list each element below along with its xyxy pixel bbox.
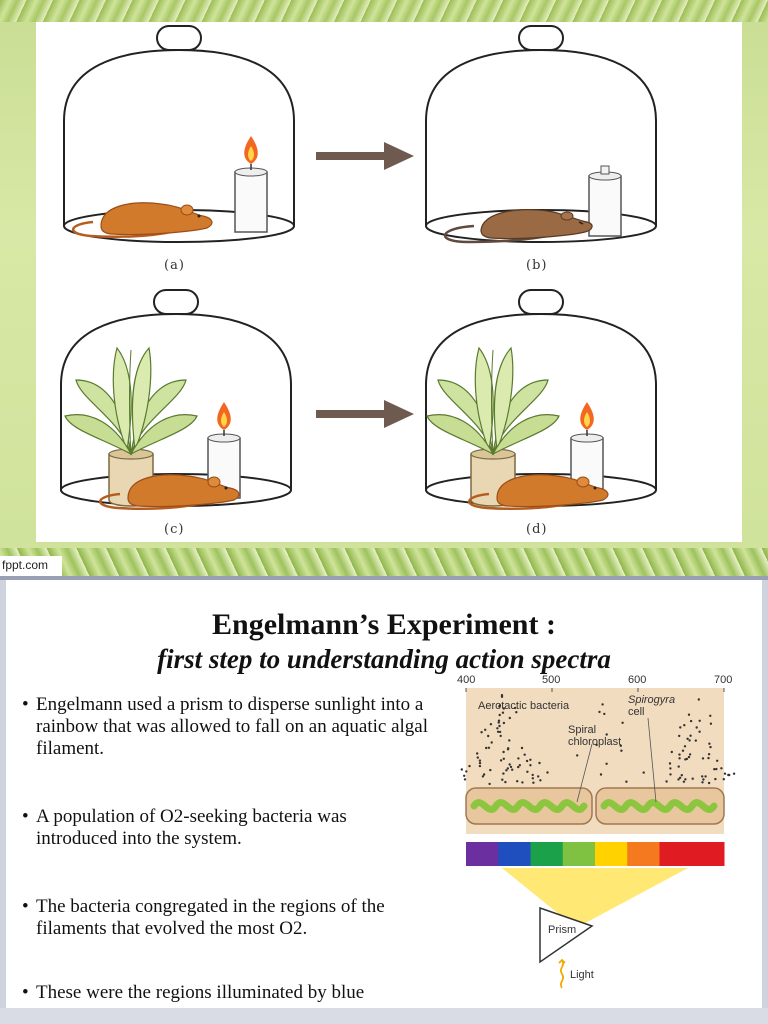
panel-label-c: (c) xyxy=(164,522,185,537)
spectrum-segment xyxy=(498,842,531,866)
arrow-a-to-b xyxy=(316,142,414,170)
spectrum-bar xyxy=(466,842,725,866)
bell-jar-b xyxy=(425,25,657,244)
label-cell: cell xyxy=(628,706,645,718)
label-aerotactic-bacteria: Aerotactic bacteria xyxy=(478,700,570,712)
bullet-marker: • xyxy=(22,694,29,715)
panel-label-a: (a) xyxy=(164,258,185,273)
bullet-text: The bacteria congregated in the regions … xyxy=(36,896,385,939)
bullet-text: Engelmann used a prism to disperse sunli… xyxy=(36,694,429,759)
bell-jar-a xyxy=(63,25,295,243)
panel-label-b: (b) xyxy=(526,258,548,273)
spectrum-segment xyxy=(691,842,725,866)
bullet-marker: • xyxy=(22,982,29,1003)
wavelength-tick-400: 400 xyxy=(457,674,476,686)
slide-engelmann-experiment: Engelmann’s Experiment : first step to u… xyxy=(0,580,768,1024)
bullet-item-4: • These were the regions illuminated by … xyxy=(22,982,432,1004)
engelmann-diagram: 400 500 600 700 xyxy=(442,672,742,1002)
spectrum-segment xyxy=(466,842,499,866)
bell-jar-figure: (a) (b) (c) (d) xyxy=(36,22,742,542)
panel-label-d: (d) xyxy=(526,522,548,537)
bullet-item-3: • The bacteria congregated in the region… xyxy=(22,896,432,940)
bullet-text: A population of O2-seeking bacteria was … xyxy=(36,806,347,849)
engelmann-svg xyxy=(460,688,736,989)
bullet-item-1: • Engelmann used a prism to disperse sun… xyxy=(22,694,432,760)
label-chloroplast: chloroplast xyxy=(568,736,622,748)
algal-filament xyxy=(465,787,725,825)
spectrum-segment xyxy=(659,842,693,866)
watermark-tab xyxy=(0,556,62,576)
frame-bottom xyxy=(0,1008,768,1024)
leaf-border-bottom xyxy=(0,548,768,576)
wavelength-tick-600: 600 xyxy=(628,674,647,686)
light-ray-icon xyxy=(558,958,566,989)
bullet-item-2: • A population of O2-seeking bacteria wa… xyxy=(22,806,432,850)
frame-right xyxy=(762,580,768,1024)
slide-bell-jar-experiment: fppt.com xyxy=(0,0,768,576)
label-prism: Prism xyxy=(548,924,577,936)
bell-jar-c xyxy=(60,289,292,511)
frame-left xyxy=(0,580,6,1024)
candle-out-b xyxy=(588,165,622,237)
bacteria-dots xyxy=(460,694,736,786)
arrow-c-to-d xyxy=(316,400,414,428)
bullet-marker: • xyxy=(22,806,29,827)
label-spiral: Spiral xyxy=(568,724,597,736)
wavelength-tick-500: 500 xyxy=(542,674,561,686)
bullet-text: These were the regions illuminated by bl… xyxy=(36,982,365,1003)
label-light: Light xyxy=(570,969,594,981)
spectrum-segment xyxy=(562,842,596,866)
leaf-border-top xyxy=(0,0,768,22)
bell-jar-d xyxy=(425,289,657,511)
candle-lit-a xyxy=(234,135,268,233)
spiral-chloroplast-2 xyxy=(600,799,718,813)
bell-jar-illustration xyxy=(60,25,657,511)
spectrum-segment xyxy=(530,842,564,866)
spiral-chloroplast-1 xyxy=(470,799,588,813)
spectrum-segment xyxy=(595,842,628,866)
wavelength-tick-700: 700 xyxy=(714,674,733,686)
light-beam xyxy=(502,868,688,928)
watermark-text: fppt.com xyxy=(2,558,49,572)
bullet-marker: • xyxy=(22,896,29,917)
slide-divider xyxy=(0,576,768,580)
slide-subtitle: first step to understanding action spect… xyxy=(157,644,611,674)
label-spirogyra: Spirogyra xyxy=(628,694,676,706)
slide-title: Engelmann’s Experiment : xyxy=(212,608,556,641)
prism-shape xyxy=(539,906,594,964)
spectrum-segment xyxy=(627,842,660,866)
